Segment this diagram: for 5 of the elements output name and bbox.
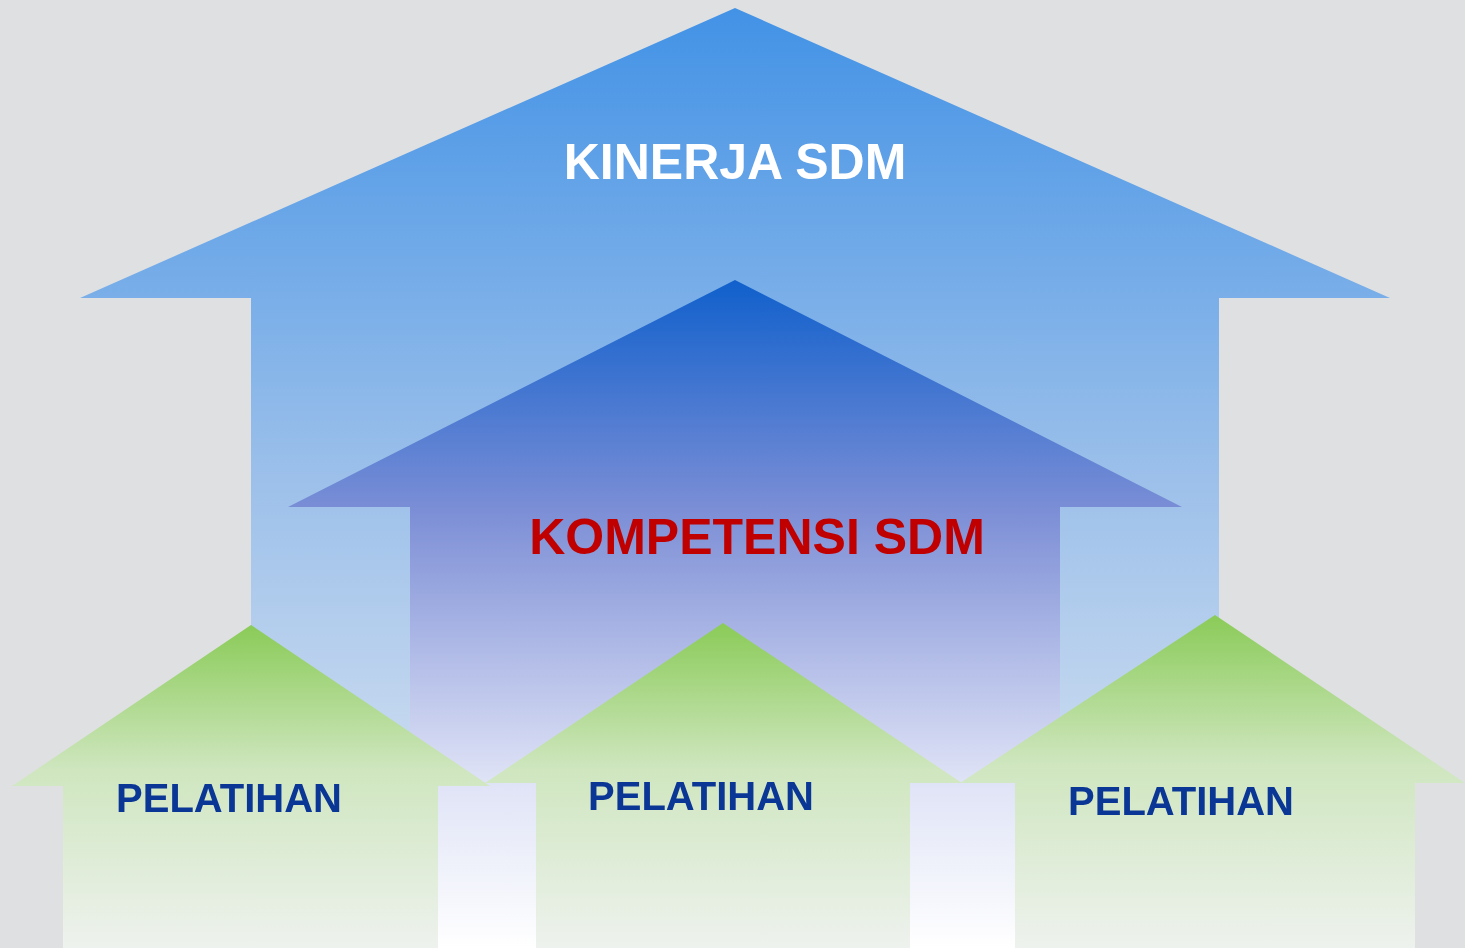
arrow-label: PELATIHAN xyxy=(588,773,814,819)
arrow-label: KINERJA SDM xyxy=(563,133,907,191)
arrow-label: PELATIHAN xyxy=(116,775,342,821)
arrow-label: KOMPETENSI SDM xyxy=(529,508,985,566)
arrow-label: PELATIHAN xyxy=(1068,778,1294,824)
